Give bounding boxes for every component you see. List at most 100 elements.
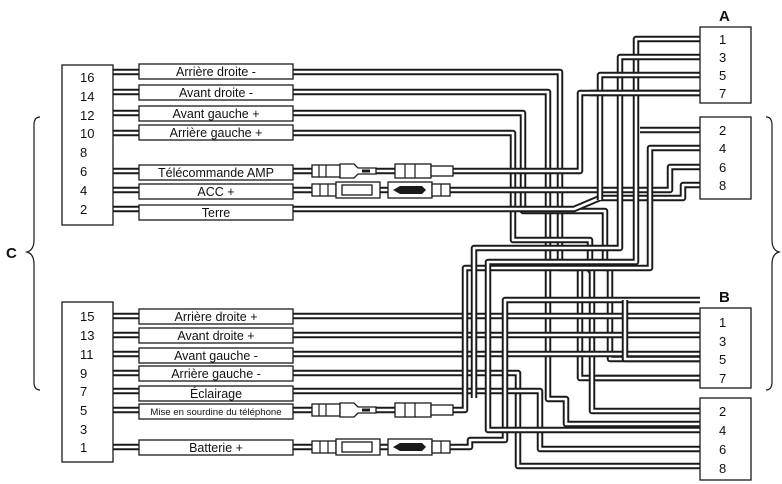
- pin-b-6: 6: [719, 442, 726, 457]
- connector-a-even: [699, 116, 752, 200]
- wire-label-bottom-5: Mise en sourdine du téléphone: [138, 403, 294, 420]
- wire-label-text: Terre: [202, 206, 231, 220]
- wire-label-box: [138, 105, 294, 122]
- wire-core-arriere-gauche-plus: [113, 131, 700, 413]
- pin-c-bottom-13: 13: [80, 328, 94, 343]
- wire-core-arriere-gauche-moins: [113, 371, 700, 468]
- wire-label-text: ACC +: [197, 185, 234, 199]
- wire-label-bottom-6: Batterie +: [138, 439, 294, 456]
- connector-c-top: [61, 64, 114, 226]
- wire-label-bottom-3: Arrière gauche -: [138, 365, 294, 382]
- plug-telecommande-female: [394, 163, 454, 179]
- wire-label-box: [138, 308, 294, 325]
- connector-c-bottom: [61, 301, 114, 463]
- wire-core-avant-gauche-plus: [113, 111, 700, 361]
- wire-label-bottom-2: Avant gauche -: [138, 347, 294, 364]
- wire-core-feed-a5: [598, 73, 700, 200]
- plug-telecommande-male: [311, 163, 377, 179]
- plug-batterie-female: [387, 438, 451, 456]
- wire-label-top-2: Avant gauche +: [138, 105, 294, 122]
- pin-a-6: 6: [719, 160, 726, 175]
- pin-c-top-4: 4: [80, 183, 87, 198]
- connector-b-even: [699, 397, 752, 481]
- wire-label-box: [138, 365, 294, 382]
- connector-right-pins: 1 3 5 7 2 4 6 8 1 3 5 7 2 4 6 8: [719, 32, 726, 476]
- pin-a-4: 4: [719, 141, 726, 156]
- pin-c-top-8: 8: [80, 145, 87, 160]
- wire-label-text: Avant gauche -: [174, 349, 258, 363]
- wire-label-text: Avant droite +: [177, 329, 254, 343]
- pin-a-8: 8: [719, 178, 726, 193]
- wire-label-box: [138, 164, 294, 181]
- pin-c-top-6: 6: [80, 164, 87, 179]
- wire-label-text: Éclairage: [190, 386, 242, 401]
- wire-label-top-5: ACC +: [138, 183, 294, 200]
- connector-c-label: C: [6, 245, 17, 262]
- wire-core-feed-a3: [472, 55, 700, 398]
- pin-a-1: 1: [719, 32, 726, 47]
- wire-label-box: [138, 385, 294, 402]
- wire-label-text: Mise en sourdine du téléphone: [150, 407, 281, 418]
- pin-b-5: 5: [719, 352, 726, 367]
- plug-acc-female: [387, 181, 451, 199]
- pin-c-top-12: 12: [80, 108, 94, 123]
- wire-label-bottom-1: Avant droite +: [138, 327, 294, 344]
- pin-c-bottom-7: 7: [80, 384, 87, 399]
- pin-b-8: 8: [719, 461, 726, 476]
- wire-label-text: Batterie +: [189, 441, 243, 455]
- wire-label-box: [138, 63, 294, 80]
- pin-c-bottom-3: 3: [80, 422, 87, 437]
- pin-b-1: 1: [719, 315, 726, 330]
- wire-feed-b5: [621, 300, 700, 363]
- pin-a-7: 7: [719, 86, 726, 101]
- wire-label-box: [138, 347, 294, 364]
- wire-label-top-3: Arrière gauche +: [138, 124, 294, 141]
- brace-left: [24, 116, 41, 391]
- pin-c-top-14: 14: [80, 89, 94, 104]
- wire-core-acc-right: [461, 165, 700, 192]
- wire-label-group: Arrière droite - Avant droite - Avant gauc…: [138, 63, 294, 456]
- plug-batterie-male: [311, 438, 381, 456]
- wire-label-text: Télécommande AMP: [158, 166, 274, 180]
- wire-label-text: Avant droite -: [179, 86, 253, 100]
- wire-label-text: Avant gauche +: [173, 107, 260, 121]
- pin-b-3: 3: [719, 334, 726, 349]
- pin-c-top-10: 10: [80, 126, 94, 141]
- wire-label-top-0: Arrière droite -: [138, 63, 294, 80]
- wire-core-feed-a1: [486, 37, 700, 432]
- wire-label-box: [138, 124, 294, 141]
- wire-core-avant-droite-moins: [113, 90, 700, 426]
- pin-c-top-16: 16: [80, 70, 94, 85]
- wire-label-text: Arrière droite +: [174, 310, 257, 324]
- wire-core-eclairage: [113, 389, 700, 451]
- pin-c-bottom-1: 1: [80, 440, 87, 455]
- pin-b-2: 2: [719, 404, 726, 419]
- pin-a-2: 2: [719, 123, 726, 138]
- plug-acc-male: [311, 181, 381, 199]
- pin-b-4: 4: [719, 423, 726, 438]
- wire-label-box: [138, 439, 294, 456]
- wire-core-terre: [113, 183, 700, 211]
- wire-label-text: Arrière droite -: [176, 65, 256, 79]
- pin-a-3: 3: [719, 50, 726, 65]
- pin-c-bottom-15: 15: [80, 309, 94, 324]
- connector-a-odd: [699, 26, 752, 104]
- wire-label-top-1: Avant droite -: [138, 84, 294, 101]
- plug-telephone-female: [394, 402, 454, 418]
- pin-c-top-2: 2: [80, 202, 87, 217]
- plug-telephone-male: [311, 402, 377, 418]
- pin-c-bottom-11: 11: [80, 347, 94, 362]
- inline-plug-group: [311, 163, 454, 456]
- pin-b-7: 7: [719, 371, 726, 386]
- connector-b-odd: [699, 307, 752, 389]
- wire-group: [113, 35, 700, 470]
- wire-label-bottom-0: Arrière droite +: [138, 308, 294, 325]
- pin-a-5: 5: [719, 68, 726, 83]
- wire-label-box: [138, 183, 294, 200]
- wire-label-box: [138, 327, 294, 344]
- wire-core-feed-b5: [623, 300, 700, 361]
- wire-label-top-4: Télécommande AMP: [138, 164, 294, 181]
- wire-label-box: [138, 84, 294, 101]
